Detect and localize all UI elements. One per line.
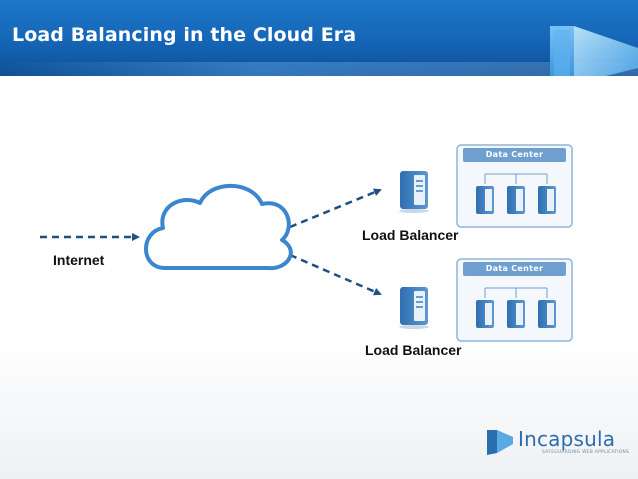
load-balancer-1-label: Load Balancer xyxy=(362,227,459,243)
data-center-1 xyxy=(456,144,573,228)
server-icon xyxy=(476,186,494,214)
load-balancer-1-icon xyxy=(399,171,429,213)
incapsula-logo: Incapsula SAFEGUARDING WEB APPLICATIONS xyxy=(484,425,634,465)
arrow-cloud-to-balancer-1 xyxy=(289,188,382,229)
internet-label: Internet xyxy=(53,252,105,268)
server-icon xyxy=(476,300,494,328)
incapsula-mark-icon xyxy=(487,430,513,455)
header-bar: Load Balancing in the Cloud Era xyxy=(0,0,638,76)
data-center-2-title: Data Center xyxy=(485,264,544,273)
server-icon xyxy=(507,300,525,328)
logo-chevron-icon xyxy=(550,26,638,76)
server-icon xyxy=(507,186,525,214)
data-center-2 xyxy=(456,258,573,342)
brand-name: Incapsula xyxy=(518,427,616,451)
brand-tagline: SAFEGUARDING WEB APPLICATIONS xyxy=(542,450,630,455)
load-balancer-2-icon xyxy=(399,287,429,329)
arrow-cloud-to-balancer-2 xyxy=(289,253,382,296)
header-stripe xyxy=(0,62,638,76)
server-icon xyxy=(538,300,556,328)
slide-title: Load Balancing in the Cloud Era xyxy=(12,24,357,46)
load-balancer-2-label: Load Balancer xyxy=(365,342,462,358)
server-icon xyxy=(538,186,556,214)
data-center-1-title: Data Center xyxy=(485,150,544,159)
cloud-icon xyxy=(144,183,293,271)
